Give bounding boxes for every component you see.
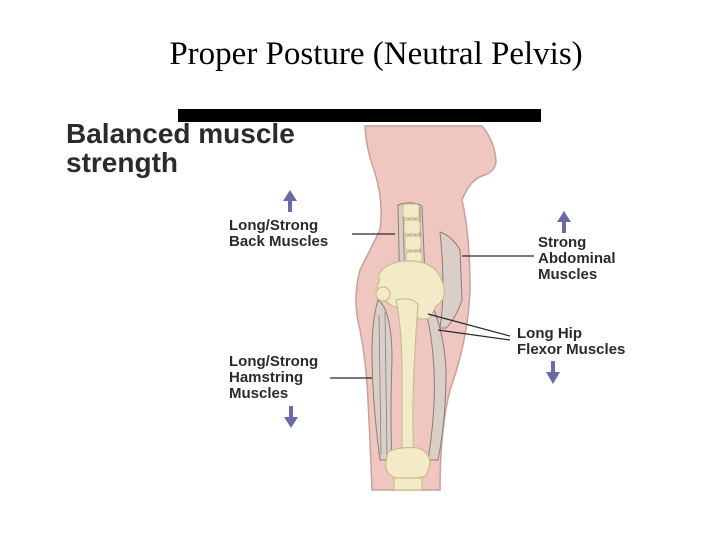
label-hip-line-1: Long Hip bbox=[517, 325, 582, 342]
leader-lines bbox=[330, 233, 534, 379]
arrows bbox=[283, 190, 571, 428]
label-abdominal-line-3: Muscles bbox=[538, 266, 598, 283]
label-hamstring-muscles: Long/Strong Hamstring Muscles bbox=[229, 354, 318, 402]
arrow-up-back-icon bbox=[283, 190, 297, 212]
leader-hip-1 bbox=[427, 313, 511, 337]
heading-line-2: strength bbox=[66, 147, 178, 178]
label-back-line-2: Back Muscles bbox=[229, 233, 329, 250]
label-back-line-1: Long/Strong bbox=[229, 217, 319, 234]
leader-hip-2 bbox=[437, 329, 511, 341]
arrow-down-hip-flexor-icon bbox=[546, 361, 560, 384]
femur-bone bbox=[395, 298, 419, 459]
label-abdominal-line-2: Abdominal bbox=[538, 250, 616, 267]
label-abdominal-line-1: Strong bbox=[538, 234, 587, 251]
knee-bones bbox=[385, 446, 431, 480]
label-hamstring-line-3: Muscles bbox=[229, 385, 289, 402]
label-hamstring-line-1: Long/Strong bbox=[229, 353, 319, 370]
hip-joint bbox=[375, 286, 391, 302]
label-abdominal-muscles: Strong Abdominal Muscles bbox=[538, 235, 616, 283]
label-hamstring-line-2: Hamstring bbox=[229, 369, 304, 386]
tibia-bone bbox=[393, 477, 423, 491]
top-bar bbox=[178, 109, 541, 122]
hamstring-fibers bbox=[378, 311, 388, 456]
slide-title: Proper Posture (Neutral Pelvis) bbox=[169, 36, 583, 72]
arrow-down-hamstring-icon bbox=[284, 406, 298, 428]
heading-line-1: Balanced muscle bbox=[66, 118, 295, 149]
heading: Balanced muscle strength bbox=[66, 119, 366, 177]
label-hip-flexor-muscles: Long Hip Flexor Muscles bbox=[517, 326, 625, 358]
label-back-muscles: Long/Strong Back Muscles bbox=[229, 218, 328, 250]
label-hip-line-2: Flexor Muscles bbox=[517, 341, 626, 358]
arrow-up-abdominal-icon bbox=[557, 211, 571, 233]
pelvis-bone bbox=[376, 260, 445, 320]
